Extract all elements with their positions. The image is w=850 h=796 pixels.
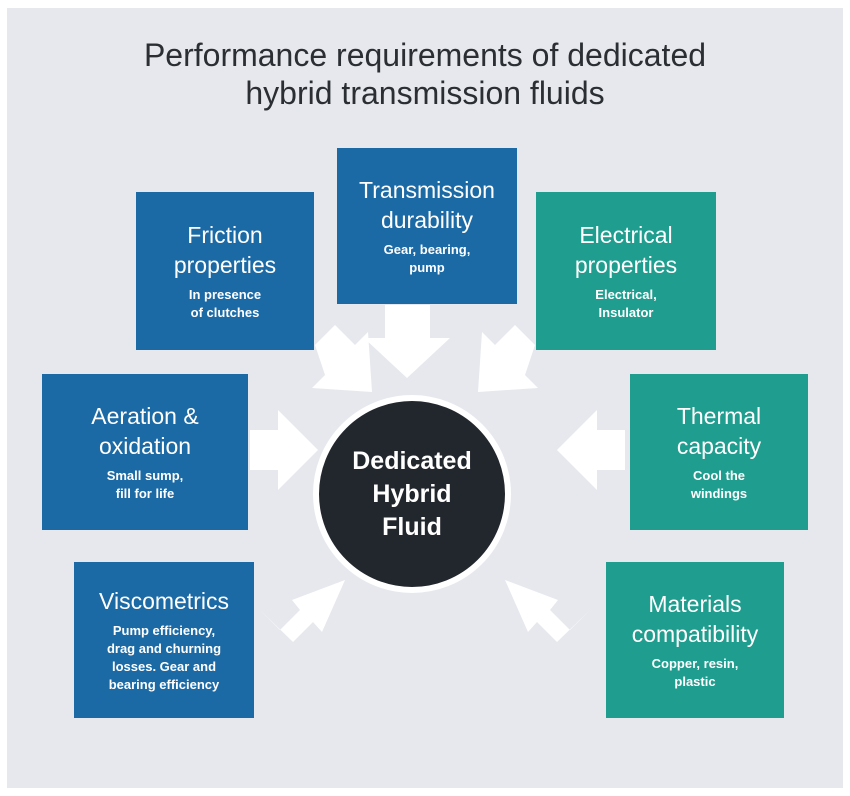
- arrow-electrical: [478, 325, 538, 392]
- requirement-heading: Aeration & oxidation: [91, 403, 199, 459]
- arrow-aeration: [250, 410, 318, 490]
- requirement-detail: Small sump, fill for life: [106, 468, 184, 501]
- requirement-heading: Electrical properties: [574, 222, 678, 278]
- diagram-title: Performance requirements of dedicated hy…: [0, 36, 850, 112]
- requirement-detail: In presence of clutches: [188, 287, 262, 320]
- requirement-detail: Electrical, Insulator: [595, 287, 657, 320]
- requirement-detail: Copper, resin, plastic: [651, 656, 739, 689]
- requirement-thermal: Thermal capacity Cool the windings: [630, 374, 808, 530]
- requirement-electrical: Electrical properties Electrical, Insula…: [536, 192, 716, 350]
- title-line-2: hybrid transmission fluids: [245, 75, 605, 111]
- requirement-aeration: Aeration & oxidation Small sump, fill fo…: [42, 374, 248, 530]
- arrow-transmission: [364, 305, 450, 378]
- center-line-3: Fluid: [382, 512, 442, 541]
- requirement-detail: Pump efficiency, drag and churning losse…: [106, 623, 222, 692]
- center-hub: Dedicated Hybrid Fluid: [313, 395, 511, 593]
- title-line-1: Performance requirements of dedicated: [143, 37, 707, 73]
- requirement-viscometrics: Viscometrics Pump efficiency, drag and c…: [74, 562, 254, 718]
- requirement-heading: Materials compatibility: [631, 591, 759, 647]
- requirement-materials: Materials compatibility Copper, resin, p…: [606, 562, 784, 718]
- center-line-2: Hybrid: [372, 479, 452, 508]
- arrow-thermal: [557, 410, 625, 490]
- arrow-materials: [505, 580, 590, 642]
- requirement-detail: Gear, bearing, pump: [383, 242, 471, 275]
- center-line-1: Dedicated: [352, 446, 472, 475]
- requirement-heading: Friction properties: [173, 222, 277, 278]
- requirement-heading: Viscometrics: [99, 588, 229, 614]
- requirement-heading: Thermal capacity: [676, 403, 762, 459]
- requirement-friction: Friction properties In presence of clutc…: [136, 192, 314, 350]
- requirement-detail: Cool the windings: [690, 468, 748, 501]
- arrow-viscometrics: [260, 580, 345, 642]
- requirement-transmission: Transmission durability Gear, bearing, p…: [337, 148, 517, 304]
- requirement-heading: Transmission durability: [359, 177, 495, 233]
- arrow-friction: [312, 325, 372, 392]
